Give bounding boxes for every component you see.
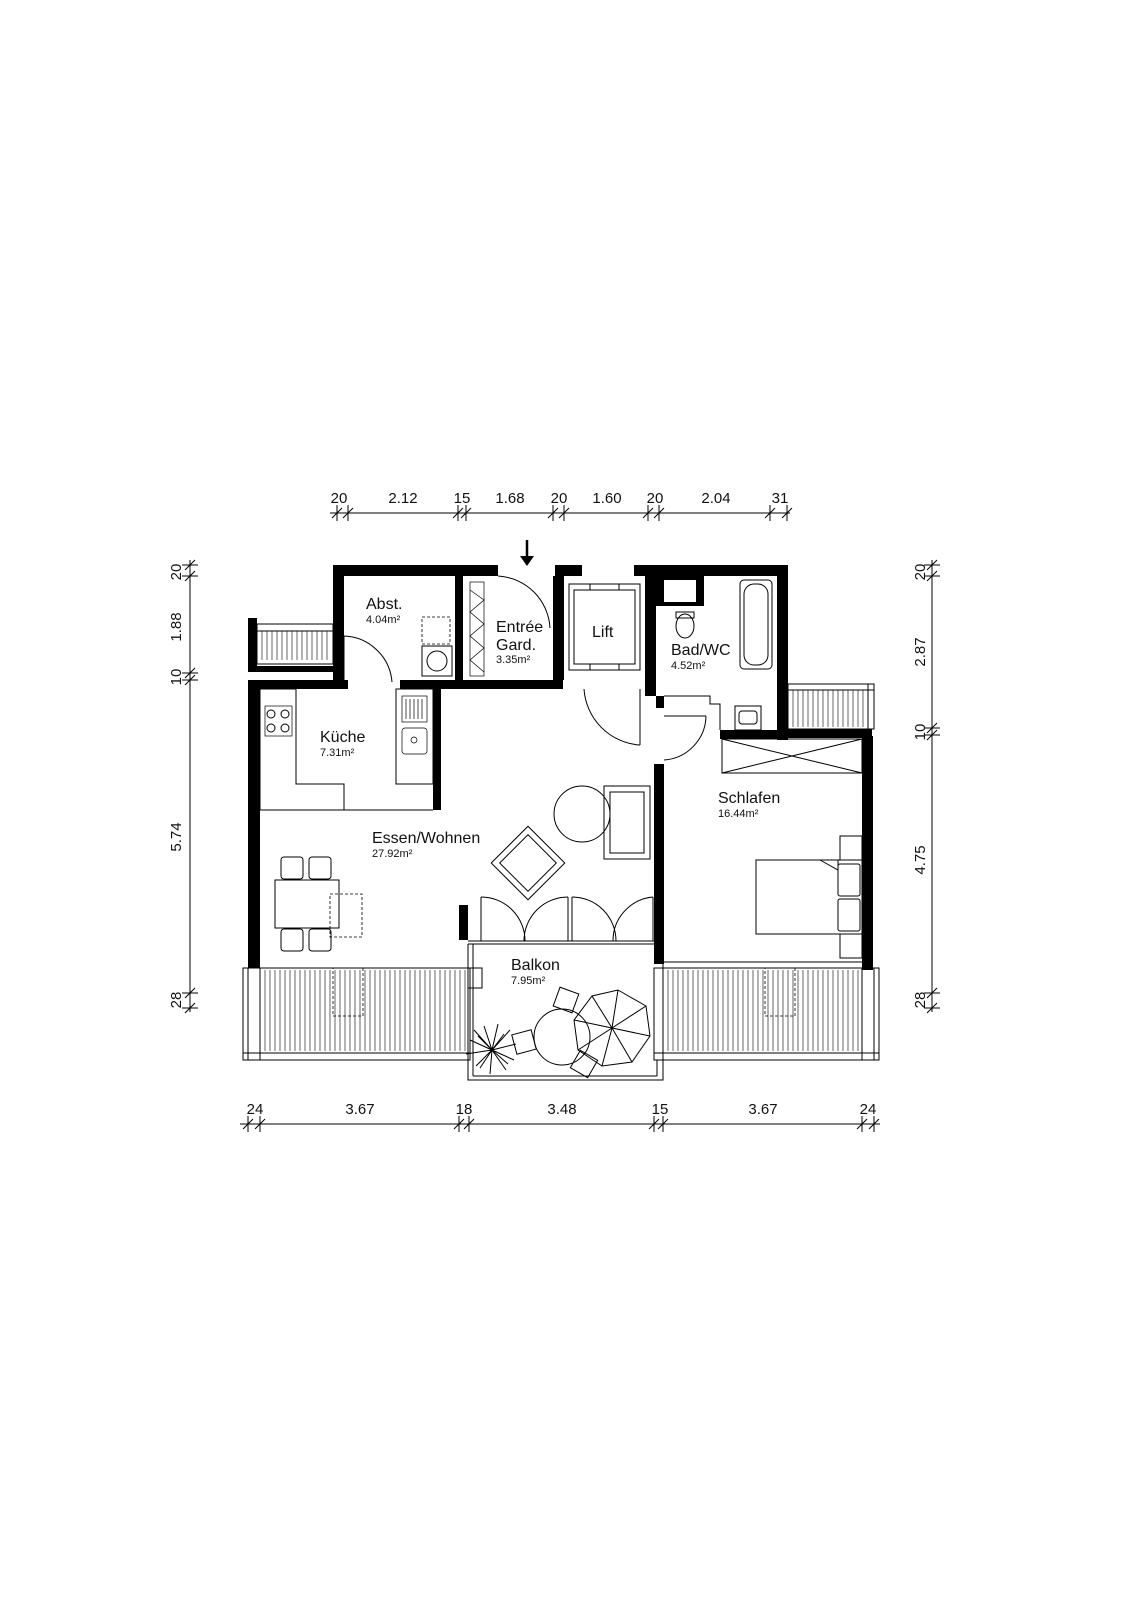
bottom-dimension-line: 24 3.67 18 3.48 15 3.67 24 (240, 1101, 880, 1132)
chair (552, 986, 580, 1014)
bad-area: 4.52m² (671, 660, 706, 672)
coffee-table (553, 785, 611, 843)
wardrobe (469, 581, 485, 677)
chair (308, 856, 332, 880)
lift: Lift (568, 583, 641, 671)
dim-top-8: 31 (772, 490, 789, 507)
sofa (603, 785, 651, 860)
optional-cabinet (329, 893, 363, 938)
chair (280, 928, 304, 952)
lift-label: Lift (592, 624, 614, 641)
room-schlafen: Schlafen 16.44m² (664, 738, 863, 963)
dim-left-2: 10 (168, 669, 185, 686)
essen-label: Essen/Wohnen (372, 830, 480, 847)
dim-left-0: 20 (168, 564, 185, 581)
terrace-bottom-right (653, 967, 880, 1061)
balkon-area: 7.95m² (511, 975, 546, 987)
entree-label: Entrée (496, 619, 543, 636)
abst-door-swing (343, 635, 393, 683)
dim-right-3: 4.75 (912, 845, 929, 874)
left-dimension-line: 20 1.88 10 5.74 28 (168, 559, 198, 1014)
chair (511, 1029, 537, 1055)
walls (248, 565, 873, 970)
dim-bottom-0: 24 (247, 1101, 264, 1118)
stove (264, 705, 293, 737)
terrace-bottom-left (242, 967, 471, 1061)
schlafen-area: 16.44m² (718, 808, 759, 820)
room-bad: Bad/WC 4.52m² (663, 579, 773, 761)
room-kueche: Küche 7.31m² (259, 688, 434, 811)
sink (734, 705, 762, 731)
essen-area: 27.92m² (372, 848, 413, 860)
bad-door-swing (663, 715, 707, 761)
kueche-label: Küche (320, 729, 365, 746)
dim-right-0: 20 (912, 564, 929, 581)
dim-left-4: 28 (168, 992, 185, 1009)
dim-right-4: 28 (912, 992, 929, 1009)
nightstand (839, 933, 863, 959)
bad-label: Bad/WC (671, 642, 731, 659)
dim-top-0: 20 (331, 490, 348, 507)
plant-icon (465, 1023, 517, 1075)
room-entree: Entrée Gard. 3.35m² (469, 575, 551, 677)
dim-top-3: 1.68 (495, 490, 524, 507)
dim-left-3: 5.74 (168, 822, 185, 851)
dining-table (274, 879, 340, 929)
wardrobe-schlafen (721, 738, 863, 774)
dim-top-7: 2.04 (701, 490, 730, 507)
balcony-left-top (256, 623, 334, 665)
umbrella-icon (573, 989, 651, 1067)
wohnen-door-swing (583, 688, 641, 746)
washing-machine (421, 645, 453, 677)
nightstand (839, 835, 863, 861)
toilet (675, 613, 695, 639)
schlafen-label: Schlafen (718, 790, 780, 807)
dim-right-1: 2.87 (912, 637, 929, 666)
dim-bottom-2: 18 (456, 1101, 473, 1118)
entrance-arrow-icon (520, 540, 534, 566)
balcony-table (533, 1008, 591, 1066)
bathtub (739, 579, 773, 670)
dim-bottom-5: 3.67 (748, 1101, 777, 1118)
kitchen-sink (401, 695, 428, 723)
dim-top-4: 20 (551, 490, 568, 507)
dim-top-2: 15 (454, 490, 471, 507)
entree-label-2: Gard. (496, 637, 536, 654)
top-dimension-line: 20 2.12 15 1.68 20 1.60 20 2.04 31 (330, 490, 793, 521)
entree-area: 3.35m² (496, 654, 531, 666)
washer-placeholder (421, 616, 451, 645)
chair (280, 856, 304, 880)
kitchen-counter (260, 688, 345, 810)
dim-left-1: 1.88 (168, 612, 185, 641)
dim-bottom-1: 3.67 (345, 1101, 374, 1118)
right-dimension-line: 20 2.87 10 4.75 28 (912, 559, 940, 1014)
kueche-area: 7.31m² (320, 747, 355, 759)
dim-bottom-4: 15 (652, 1101, 669, 1118)
dim-top-5: 1.60 (592, 490, 621, 507)
dim-bottom-3: 3.48 (547, 1101, 576, 1118)
dim-bottom-6: 24 (860, 1101, 877, 1118)
armchair (490, 825, 566, 901)
dim-top-6: 20 (647, 490, 664, 507)
balcony-right-top (787, 683, 875, 730)
dim-right-2: 10 (912, 724, 929, 741)
abst-area: 4.04m² (366, 614, 401, 626)
entree-door-swing (497, 575, 551, 629)
dim-top-1: 2.12 (388, 490, 417, 507)
room-essen-wohnen: Essen/Wohnen 27.92m² (274, 688, 654, 952)
balkon-label: Balkon (511, 957, 560, 974)
room-abst: Abst. 4.04m² (343, 596, 453, 683)
chair (569, 1049, 599, 1079)
double-bed (755, 859, 863, 935)
room-balkon: Balkon 7.95m² (465, 944, 664, 1081)
chair (308, 928, 332, 952)
abst-label: Abst. (366, 596, 402, 613)
